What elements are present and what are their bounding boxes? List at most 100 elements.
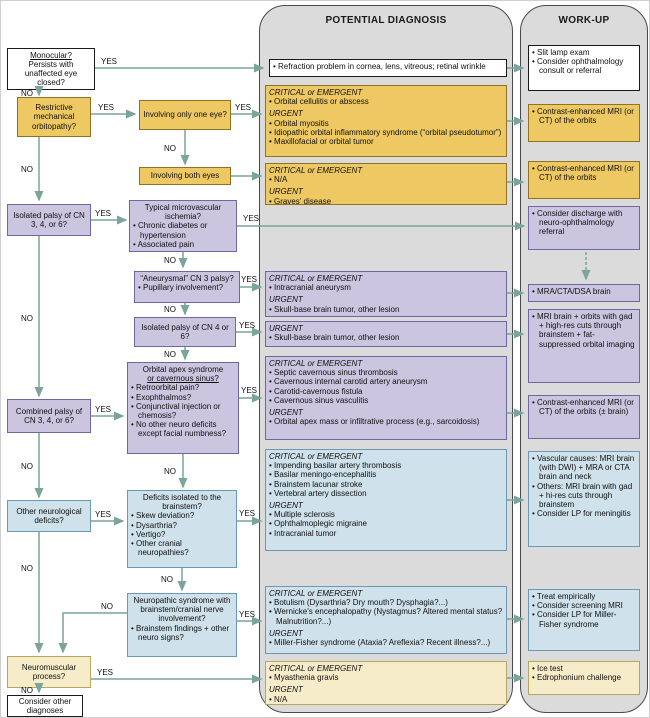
box-line: URGENT: [269, 407, 303, 417]
box-line: • Botulism (Dysarthria? Dry mouth? Dysph…: [269, 598, 448, 608]
box-line: CRITICAL or EMERGENT: [269, 589, 363, 598]
box-line: URGENT: [269, 187, 303, 197]
box-line: • Consider screening MRI: [532, 601, 623, 611]
box-line: • No other neuro deficits except facial …: [131, 420, 227, 439]
decision-aneurysmal-cn3-palsy: “Aneurysmal” CN 3 palsy?• Pupillary invo…: [134, 271, 240, 303]
yes-label: YES: [101, 57, 117, 66]
box-line: Deficits isolated to the brainstem?: [142, 493, 222, 512]
diagnosis-cavernous-sinus: CRITICAL or EMERGENT• Septic cavernous s…: [265, 356, 507, 440]
box-line: • Orbital apex mass or infiltrative proc…: [269, 417, 480, 427]
box-line: • Multiple sclerosis: [269, 510, 335, 520]
no-label: NO: [164, 350, 176, 359]
yes-label: YES: [241, 275, 257, 284]
workup-mra-cta-dsa: • MRA/CTA/DSA brain: [528, 284, 640, 302]
workup-vascular-causes: • Vascular causes: MRI brain (with DWI) …: [528, 451, 640, 547]
box-line: • MRI brain + orbits with gad + high-res…: [532, 312, 635, 349]
box-line: URGENT: [269, 628, 303, 638]
box-line: URGENT: [269, 500, 303, 510]
workup-ice-test: • Ice test• Edrophonium challenge: [528, 661, 640, 695]
box-line: • Impending basilar artery thrombosis: [269, 461, 402, 471]
box-line: • Miller-Fisher syndrome (Ataxia? Arefle…: [269, 637, 491, 647]
box-line: Isolated palsy of CN 4 or 6?: [141, 322, 229, 341]
box-line: • Slit lamp exam: [532, 48, 590, 57]
box-line: • Orbital myositis: [269, 118, 329, 128]
box-line: “Aneurysmal” CN 3 palsy?: [140, 274, 234, 283]
box-line: • N/A: [269, 694, 288, 704]
box-line: • Intracranial tumor: [269, 528, 337, 538]
box-line: • Cavernous sinus vasculitis: [269, 395, 369, 405]
workup-treat-empirically: • Treat empirically• Consider screening …: [528, 589, 640, 651]
diagnosis-refraction-problem: • Refraction problem in cornea, lens, vi…: [269, 59, 507, 77]
yes-label: YES: [239, 321, 255, 330]
no-label: NO: [21, 564, 33, 573]
yes-label: YES: [239, 610, 255, 619]
box-line: CRITICAL or EMERGENT: [269, 664, 363, 673]
box-line: CRITICAL or EMERGENT: [269, 452, 363, 461]
box-line: • Myasthenia gravis: [269, 673, 339, 683]
box-line: • Idiopathic orbital inflammatory syndro…: [269, 127, 502, 137]
decision-isolated-cn4-cn6-palsy: Isolated palsy of CN 4 or 6?: [134, 317, 236, 347]
box-line: • Contrast-enhanced MRI (or CT) of the o…: [532, 164, 634, 183]
box-line: • Ice test: [532, 664, 563, 673]
workup-orbit-mri-2: • Contrast-enhanced MRI (or CT) of the o…: [528, 161, 640, 199]
box-line: URGENT: [269, 324, 303, 333]
box-line: • Consider discharge with neuro-ophthalm…: [532, 209, 623, 237]
box-line: • Others: MRI brain with gad + hi-res cu…: [532, 481, 633, 509]
potential-diagnosis-header: POTENTIAL DIAGNOSIS: [325, 15, 447, 26]
box-line: URGENT: [269, 109, 303, 119]
yes-label: YES: [95, 209, 111, 218]
box-line: Restrictive mechanical orbitopathy?: [31, 103, 77, 131]
arrow-neuropathic-no: [58, 612, 127, 654]
yes-label: YES: [98, 103, 114, 112]
yes-label: YES: [95, 510, 111, 519]
workup-header: WORK-UP: [558, 15, 610, 26]
yes-label: YES: [95, 405, 111, 414]
workup-orbit-mri-1: • Contrast-enhanced MRI (or CT) of the o…: [528, 104, 640, 142]
workup-discharge-referral: • Consider discharge with neuro-ophthalm…: [528, 206, 640, 250]
no-label: NO: [21, 165, 33, 174]
box-line: • Cavernous internal carotid artery aneu…: [269, 377, 428, 387]
box-line: Typical microvascular ischemia?: [144, 203, 222, 222]
no-label: NO: [161, 575, 173, 584]
box-line: Persists with unaffected eye closed?: [24, 59, 78, 88]
box-line: • Exophthalmos?: [131, 392, 192, 402]
box-line: URGENT: [269, 685, 303, 695]
diagnosis-orbital-inflammation: CRITICAL or EMERGENT• Orbital cellulitis…: [265, 85, 507, 157]
yes-label: YES: [243, 214, 259, 223]
box-line: • Edrophonium challenge: [532, 673, 622, 683]
no-label: NO: [164, 467, 176, 476]
box-line: • Graves' disease: [269, 196, 332, 205]
decision-isolated-palsy: Isolated palsy of CN 3, 4, or 6?: [7, 204, 91, 236]
box-line: • Associated pain: [133, 239, 195, 249]
no-label: NO: [101, 602, 113, 611]
decision-microvascular-ischemia: Typical microvascular ischemia?• Chronic…: [129, 200, 237, 252]
diagnosis-intracranial-aneurysm: CRITICAL or EMERGENT• Intracranial aneur…: [265, 271, 507, 317]
box-line: • Basilar meningo-encephalitis: [269, 470, 377, 480]
box-line: CRITICAL or EMERGENT: [269, 166, 363, 175]
box-line: • MRA/CTA/DSA brain: [532, 287, 611, 296]
box-line: • Brainstem lacunar stroke: [269, 479, 363, 489]
box-line: or cavernous sinus?: [147, 374, 219, 384]
box-line: Isolated palsy of CN 3, 4, or 6?: [13, 210, 85, 229]
box-line: • Consider LP for Miller-Fisher syndrome: [532, 610, 617, 629]
box-line: Involving only one eye?: [143, 110, 227, 120]
decision-restrictive-orbitopathy: Restrictive mechanical orbitopathy?: [17, 97, 91, 137]
no-label: NO: [21, 314, 33, 323]
yes-label: YES: [241, 386, 257, 395]
box-line: • Dysarthria?: [131, 520, 177, 530]
box-line: • Intracranial aneurysm: [269, 283, 351, 293]
box-line: Consider other diagnoses: [18, 696, 72, 715]
box-line: CRITICAL or EMERGENT: [269, 274, 363, 283]
diagnosis-neuropathic-syndromes: CRITICAL or EMERGENT• Botulism (Dysarthr…: [265, 586, 507, 654]
workup-orbit-mri-plus-brain: • Contrast-enhanced MRI (or CT) of the o…: [528, 395, 640, 439]
diagnosis-brainstem-processes: CRITICAL or EMERGENT• Impending basilar …: [265, 449, 507, 551]
box-line: • Skull-base brain tumor, other lesion: [269, 304, 400, 314]
box-line: • Contrast-enhanced MRI (or CT) of the o…: [532, 398, 634, 417]
box-line: • Brainstem findings + other neuro signs…: [131, 623, 230, 642]
box-line: Monocular?: [30, 50, 72, 60]
box-line: • Retroorbital pain?: [131, 383, 200, 393]
box-line: Combined palsy of CN 3, 4, or 6?: [15, 406, 83, 425]
box-line: URGENT: [269, 295, 303, 305]
